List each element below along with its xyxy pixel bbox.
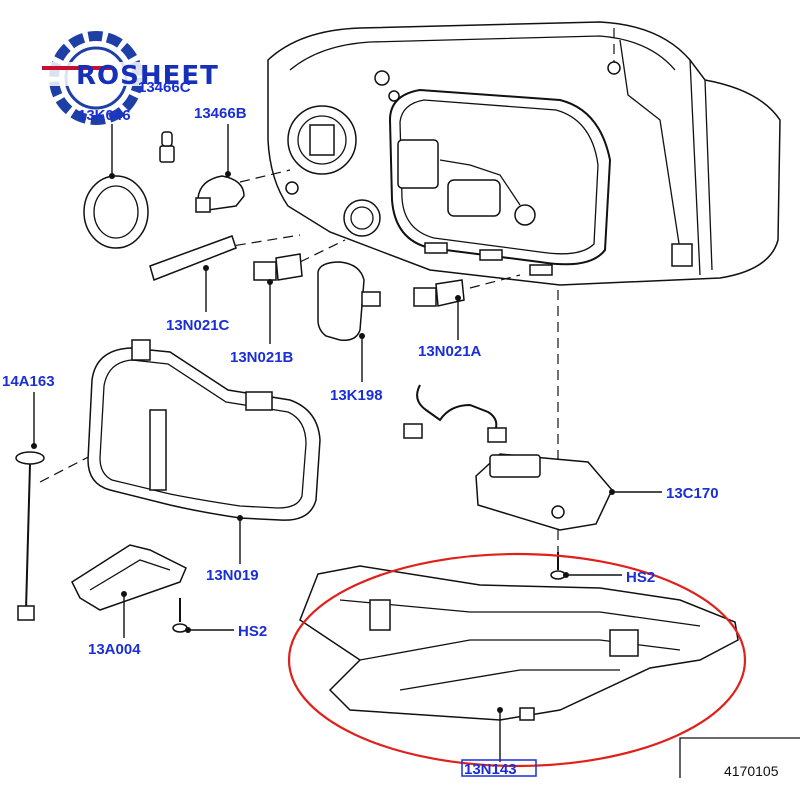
centerline-13n021a	[469, 274, 521, 289]
callout-13n143: 13N143	[464, 761, 517, 778]
callout-13n021c: 13N021C	[166, 317, 230, 334]
cover-13n019	[87, 339, 321, 521]
callout-hs2-left: HS2	[238, 623, 267, 640]
adjuster-rod-14a163	[15, 451, 45, 621]
bulb-13n021a	[413, 279, 465, 307]
callout-13n021a: 13N021A	[418, 343, 482, 360]
centerline-13n021c	[219, 234, 301, 249]
brand-logo: ROSHEET	[40, 31, 245, 125]
callout-13n019: 13N019	[206, 567, 259, 584]
callout-13k198: 13K198	[330, 387, 383, 404]
ballast-13c170	[475, 453, 613, 531]
bulb-13n021b	[253, 253, 303, 281]
logo-text: ROSHEET	[76, 61, 219, 91]
leader-lines	[31, 124, 662, 762]
centerline-13466b	[239, 169, 291, 183]
callout-13466b: 13466B	[194, 105, 247, 122]
centerline-13n021b	[299, 239, 346, 263]
reference-number: 4170105	[724, 763, 779, 779]
callout-13k046: 13K046	[78, 107, 131, 124]
bulb-13n021c	[149, 235, 237, 281]
screw-hs2-left	[172, 598, 188, 633]
bracket-13a004	[71, 544, 187, 611]
callout-13c170: 13C170	[666, 485, 719, 502]
undertray-13n143	[299, 565, 739, 721]
cap-13k046	[83, 175, 149, 249]
wiring-harness	[403, 384, 507, 443]
callout-13a004: 13A004	[88, 641, 141, 658]
callout-14a163: 14A163	[2, 373, 55, 390]
bulb-13466c	[159, 131, 175, 163]
callout-13n143-box	[461, 759, 537, 777]
bulb-13466b	[195, 175, 245, 213]
callout-13466c: 13466C	[138, 79, 191, 96]
reference-frame	[679, 737, 800, 778]
callout-13n021b: 13N021B	[230, 349, 294, 366]
headlamp-housing	[267, 21, 781, 286]
igniter-13k198	[317, 261, 381, 342]
highlight-ellipse	[287, 552, 747, 768]
callout-hs2-right: HS2	[626, 569, 655, 586]
